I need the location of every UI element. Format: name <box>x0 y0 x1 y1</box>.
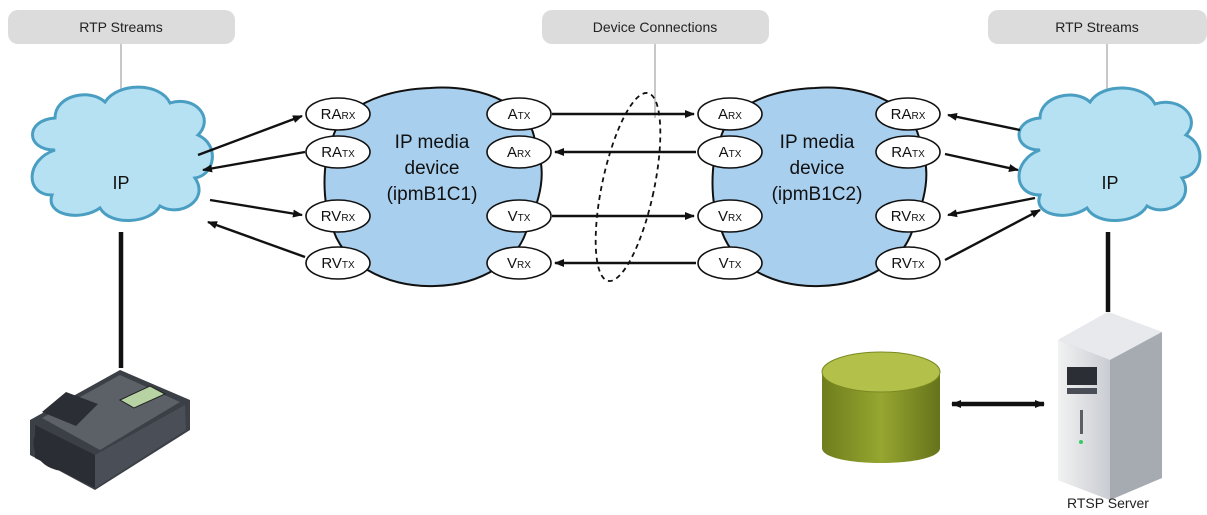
port-left-inner-a-rx-shape <box>486 135 552 169</box>
device-connection-arrows <box>552 110 696 267</box>
ip-cloud-left: IP <box>30 85 214 222</box>
port-right-outer-ra-rx-label: RARX <box>891 106 926 123</box>
ports-layer: RARX RATX RVRX RVTX ATX ARX VTX VRX ARX ATX VRX VTX… <box>305 97 941 280</box>
port-left-inner-v-tx-shape <box>486 199 552 233</box>
device-connections-ellipse <box>594 92 662 282</box>
port-left-inner-v-rx-label: VRX <box>507 255 531 272</box>
port-left-outer-ra-tx-shape <box>305 135 371 169</box>
port-right-inner-v-tx-shape <box>697 246 763 280</box>
ip-media-device-left: IP media device (ipmB1C1) <box>323 86 543 288</box>
port-left-outer-ra-tx-label: RATX <box>321 144 355 161</box>
port-left-outer-rv-tx-shape <box>305 246 371 280</box>
device-left-line1: IP media <box>395 132 470 153</box>
port-left-inner-v-rx: VRX <box>486 246 552 280</box>
port-right-outer-ra-tx-label: RATX <box>891 144 925 161</box>
device-connections-label: Device Connections <box>593 19 718 35</box>
port-right-inner-v-rx-shape <box>697 199 763 233</box>
telephone-icon <box>30 370 190 490</box>
arrow-rv-tx-to-ip <box>207 220 306 259</box>
port-right-inner-a-rx: ARX <box>697 97 763 131</box>
rtp-streams-left-tag: RTP Streams <box>8 10 235 44</box>
port-left-outer-rv-rx-label: RVRX <box>321 208 356 225</box>
port-left-outer-ra-rx-label: RARX <box>321 106 356 123</box>
rtp-streams-left-label: RTP Streams <box>79 19 163 35</box>
port-right-inner-v-rx: VRX <box>697 199 763 233</box>
port-left-inner-a-tx-label: ATX <box>508 106 531 123</box>
left-rtp-arrows <box>197 114 306 259</box>
device-connections-tag: Device Connections <box>542 10 769 44</box>
port-left-outer-ra-tx: RATX <box>305 135 371 169</box>
arrow-ip-to-ra-rx-right <box>947 112 1021 132</box>
arrow-ra-tx-to-ip-right <box>944 152 1019 172</box>
port-right-inner-a-tx-shape <box>697 135 763 169</box>
port-left-outer-rv-tx-label: RVTX <box>321 255 355 272</box>
port-left-inner-v-tx-label: VTX <box>508 208 531 225</box>
device-left-line3: (ipmB1C1) <box>387 184 478 205</box>
port-right-inner-v-tx: VTX <box>697 246 763 280</box>
port-right-inner-v-tx-label: VTX <box>719 255 742 272</box>
port-right-outer-rv-rx-label: RVRX <box>891 208 926 225</box>
rtsp-server-label: RTSP Server <box>1067 495 1149 511</box>
ip-cloud-right-label: IP <box>1101 173 1118 193</box>
port-right-inner-a-rx-shape <box>697 97 763 131</box>
port-right-outer-rv-rx: RVRX <box>875 199 941 233</box>
port-left-inner-a-rx-label: ARX <box>507 144 531 161</box>
device-right-line3: (ipmB1C2) <box>772 184 863 205</box>
port-right-outer-rv-tx-shape <box>875 246 941 280</box>
port-right-outer-ra-rx: RARX <box>875 97 941 131</box>
arrow-ip-to-rv-rx <box>209 198 303 218</box>
right-rtp-arrows <box>944 112 1041 262</box>
port-right-inner-a-tx-label: ATX <box>719 144 742 161</box>
port-right-outer-rv-rx-shape <box>875 199 941 233</box>
port-right-outer-ra-tx: RATX <box>875 135 941 169</box>
port-right-outer-ra-tx-shape <box>875 135 941 169</box>
port-left-outer-rv-rx: RVRX <box>305 199 371 233</box>
database-icon <box>821 351 941 463</box>
port-left-inner-a-tx-shape <box>486 97 552 131</box>
arrow-ra-tx-to-ip <box>202 150 306 173</box>
arrow-rv-tx-to-ip-right <box>944 208 1041 262</box>
port-left-inner-a-tx: ATX <box>486 97 552 131</box>
rtp-streams-right-label: RTP Streams <box>1055 19 1139 35</box>
device-right-line2: device <box>790 158 845 179</box>
arrow-ip-to-ra-rx <box>197 114 303 157</box>
ip-cloud-right: IP <box>1017 86 1202 222</box>
device-right-line1: IP media <box>780 132 855 153</box>
port-right-inner-a-rx-label: ARX <box>718 106 742 123</box>
port-left-outer-rv-rx-shape <box>305 199 371 233</box>
port-right-inner-v-rx-label: VRX <box>718 208 742 225</box>
port-right-outer-rv-tx: RVTX <box>875 246 941 280</box>
port-left-inner-a-rx: ARX <box>486 135 552 169</box>
port-left-inner-v-rx-shape <box>486 246 552 280</box>
rtp-streams-right-tag: RTP Streams <box>988 10 1207 44</box>
port-left-inner-v-tx: VTX <box>486 199 552 233</box>
arrow-ip-to-rv-rx-right <box>947 196 1036 218</box>
port-left-outer-ra-rx: RARX <box>305 97 371 131</box>
device-left-line2: device <box>405 158 460 179</box>
port-left-outer-rv-tx: RVTX <box>305 246 371 280</box>
port-right-inner-a-tx: ATX <box>697 135 763 169</box>
port-right-outer-rv-tx-label: RVTX <box>891 255 925 272</box>
server-icon <box>1058 312 1162 500</box>
port-right-outer-ra-rx-shape <box>875 97 941 131</box>
ip-cloud-left-label: IP <box>112 173 129 193</box>
port-left-outer-ra-rx-shape <box>305 97 371 131</box>
